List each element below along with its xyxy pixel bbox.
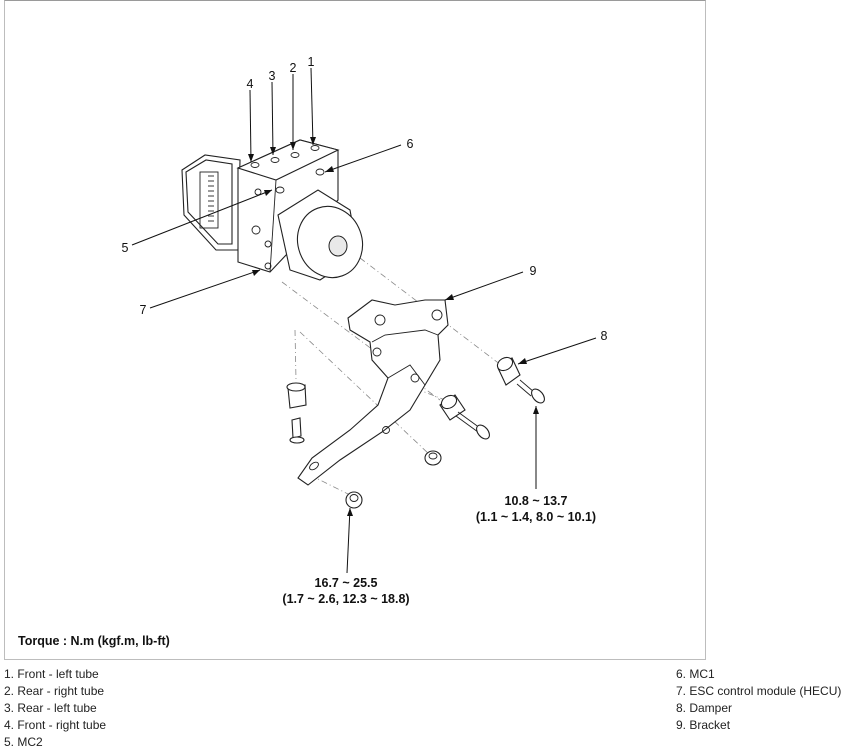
callout-2: 2 (290, 61, 297, 75)
damper-right (496, 356, 545, 404)
callout-5: 5 (122, 241, 129, 255)
hecu-module-drawing (181, 139, 364, 281)
torque-spec-damper-line2: (1.1 ~ 1.4, 8.0 ~ 10.1) (476, 510, 596, 524)
callout-9: 9 (530, 264, 537, 278)
damper-left (286, 382, 307, 444)
legend-item: 6. MC1 (676, 667, 715, 681)
leader-lines (131, 67, 597, 574)
legend-item: 1. Front - left tube (4, 667, 99, 681)
callout-7: 7 (140, 303, 147, 317)
nut-middle (424, 450, 442, 466)
damper-middle (439, 394, 490, 440)
legend-item: 2. Rear - right tube (4, 684, 105, 698)
callout-1: 1 (308, 55, 315, 69)
legend-item: 3. Rear - left tube (4, 701, 97, 715)
torque-spec-damper-line1: 10.8 ~ 13.7 (505, 494, 568, 508)
legend-right: 6. MC1 7. ESC control module (HECU) 8. D… (676, 666, 841, 734)
leader-arrowheads (248, 137, 539, 516)
legend-left: 1. Front - left tube 2. Rear - right tub… (4, 666, 106, 751)
bracket-drawing (297, 299, 449, 486)
callout-3: 3 (269, 69, 276, 83)
callout-8: 8 (601, 329, 608, 343)
legend-item: 9. Bracket (676, 718, 731, 732)
torque-caption: Torque : N.m (kgf.m, lb-ft) (18, 634, 170, 648)
callout-6: 6 (407, 137, 414, 151)
legend-item: 4. Front - right tube (4, 718, 107, 732)
torque-spec-nut-line1: 16.7 ~ 25.5 (315, 576, 378, 590)
legend-item: 7. ESC control module (HECU) (676, 684, 842, 698)
hecu-assembly-diagram: 1 2 3 4 5 6 7 8 9 10.8 ~ 13.7 (1.1 ~ 1.4… (122, 55, 608, 606)
legend-item: 8. Damper (676, 701, 733, 715)
torque-spec-nut-line2: (1.7 ~ 2.6, 12.3 ~ 18.8) (282, 592, 409, 606)
nut-bottom (345, 491, 363, 509)
legend-item: 5. MC2 (4, 735, 43, 749)
callout-4: 4 (247, 77, 254, 91)
